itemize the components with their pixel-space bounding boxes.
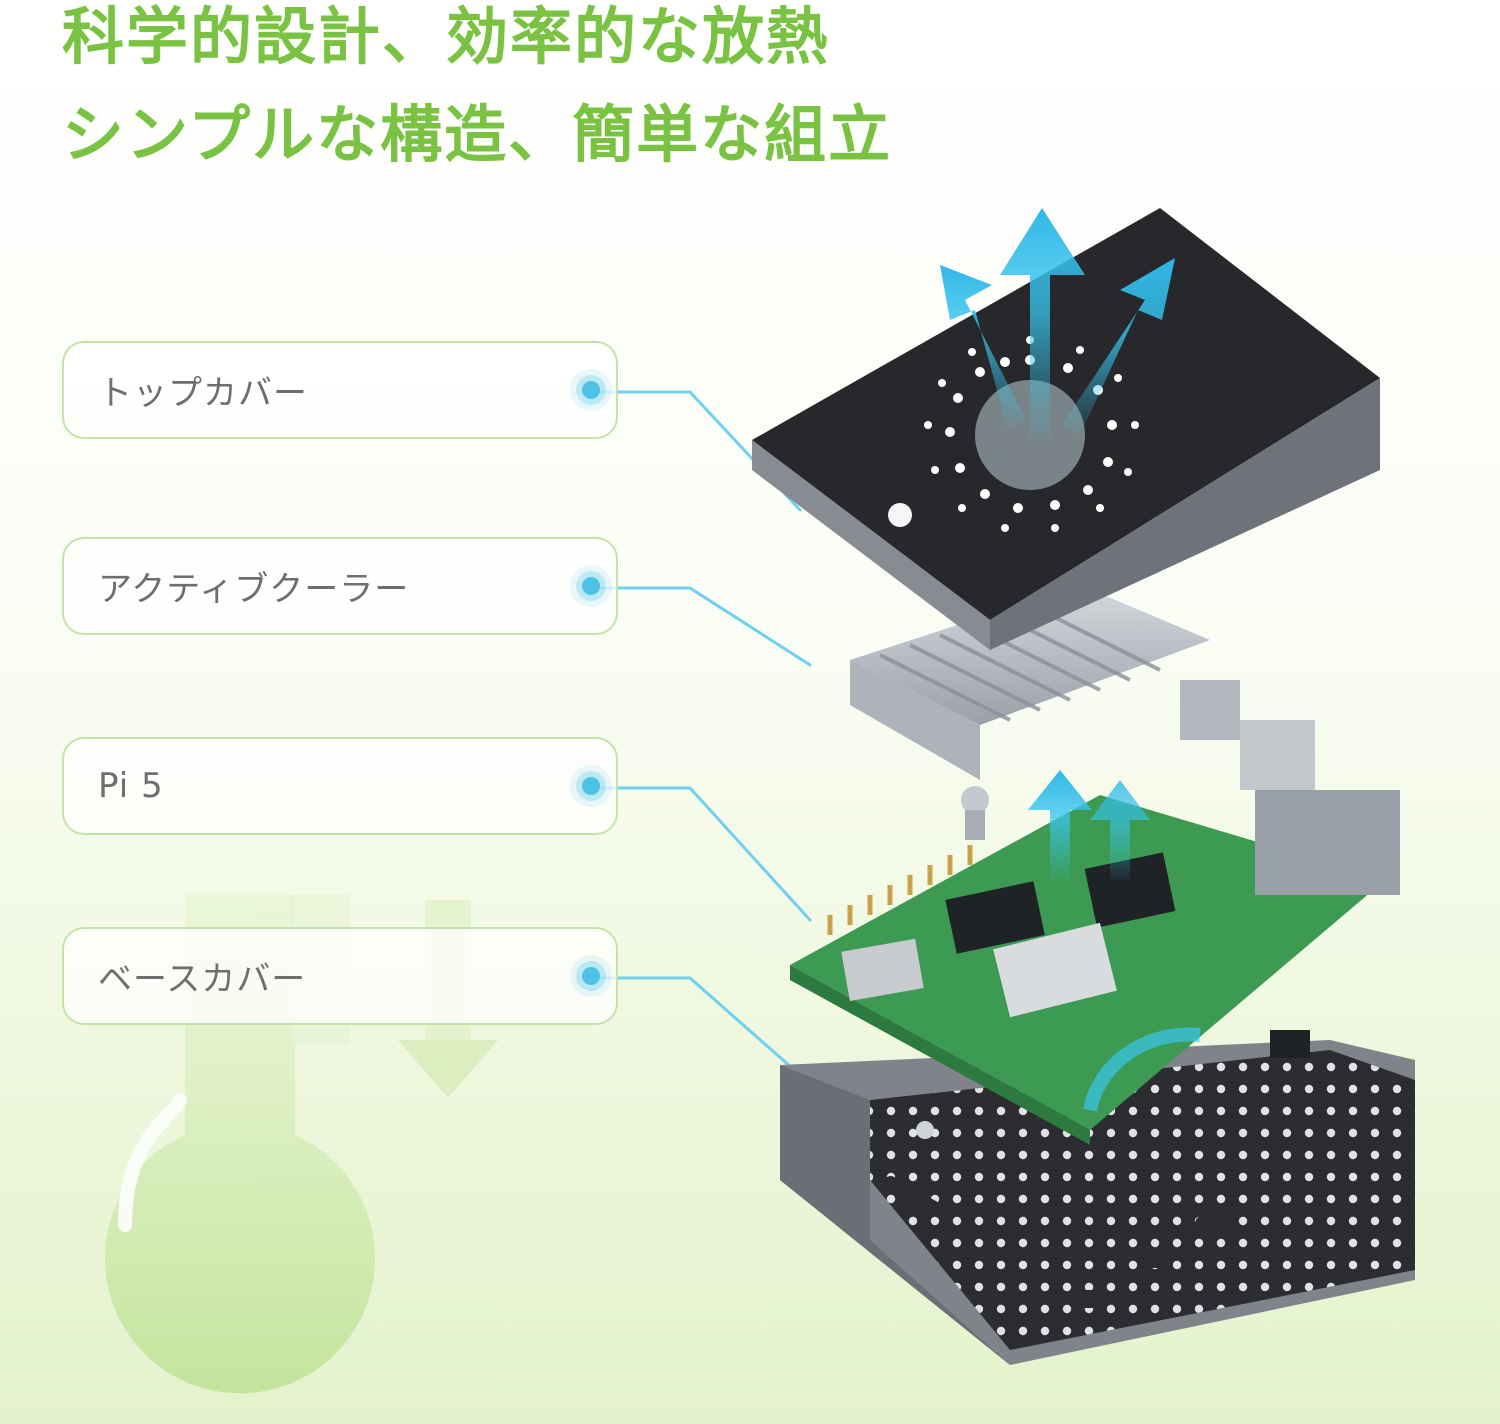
label-base-cover-text: ベースカバー [98,959,307,1000]
top-cover [752,208,1380,650]
headline-line-2: シンプルな構造、簡単な組立 [62,98,893,171]
pi5-board [790,680,1400,1145]
pointer-dot [582,577,600,595]
pointer-dot [582,777,600,795]
label-pi5: Pi 5 [62,737,618,835]
base-cover [780,1040,1415,1365]
label-active-cooler: アクティブクーラー [62,537,618,635]
airflow-arrows [940,208,1201,1112]
pointer-dot [582,381,600,399]
connector-lines [598,390,812,1077]
usb-ethernet-ports [1180,680,1400,895]
label-top-cover: トップカバー [62,341,618,439]
label-top-cover-text: トップカバー [98,373,308,414]
active-cooler [850,585,1210,840]
label-base-cover: ベースカバー [62,927,618,1025]
label-active-cooler-text: アクティブクーラー [98,569,410,610]
headline-line-1: 科学的設計、効率的な放熱 [62,0,831,73]
pointer-dot [582,967,600,985]
label-pi5-text: Pi 5 [98,766,164,806]
